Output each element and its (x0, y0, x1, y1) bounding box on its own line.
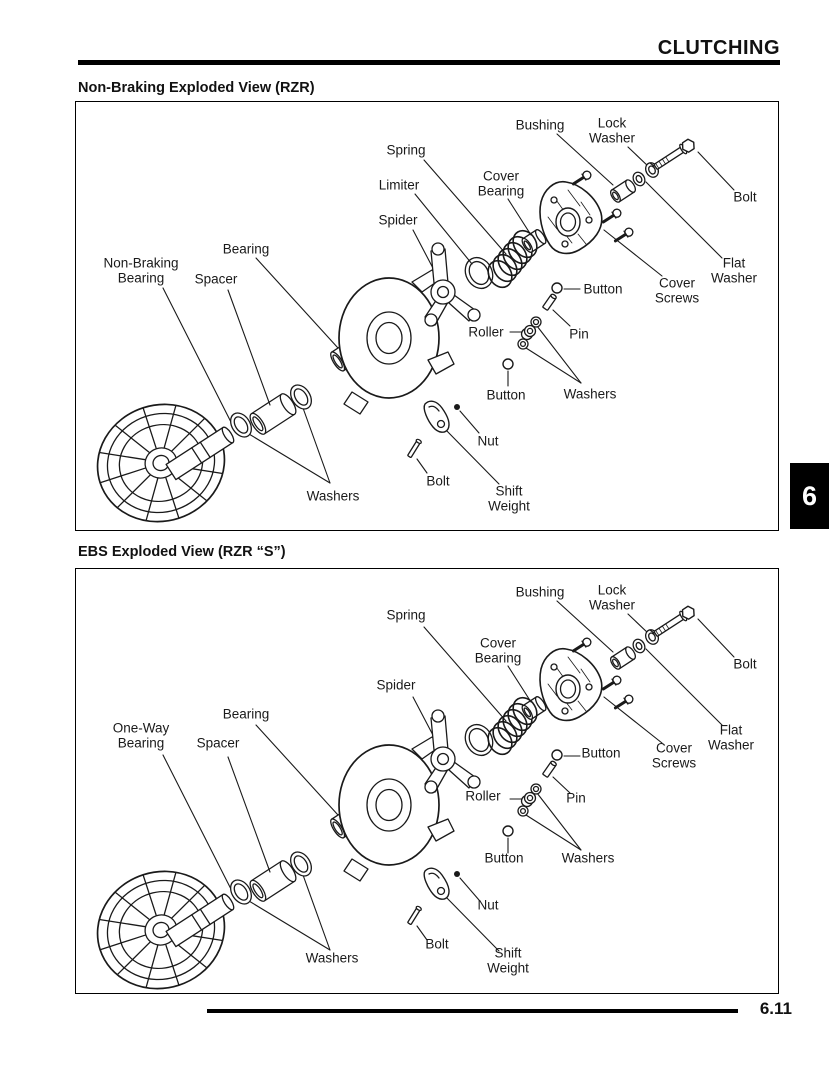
label-button-upper: Button (583, 281, 623, 297)
label-cover-bearing: Cover Bearing (474, 635, 522, 666)
label-washers-left: Washers (306, 488, 360, 504)
label-spacer: Spacer (194, 271, 238, 287)
label-washers-right: Washers (561, 850, 615, 866)
label-roller: Roller (468, 324, 504, 340)
label-lock-washer: Lock Washer (588, 582, 636, 613)
label-bolt-lower: Bolt (426, 473, 450, 489)
exploded-view-drawing-1 (80, 132, 736, 527)
label-bushing: Bushing (515, 117, 565, 133)
label-washers-left: Washers (305, 950, 359, 966)
panel-ebs-exploded-view: Bushing Lock Washer Bolt Spring Cover Be… (75, 568, 779, 994)
label-button-lower: Button (486, 387, 526, 403)
label-non-braking-bearing: Non-Braking Bearing (103, 255, 179, 286)
label-spider: Spider (376, 677, 416, 693)
label-pin: Pin (569, 326, 589, 342)
label-bearing: Bearing (222, 706, 270, 722)
header-rule (78, 60, 780, 65)
label-spring: Spring (386, 607, 426, 623)
label-bearing: Bearing (222, 241, 270, 257)
label-button-upper: Button (581, 745, 621, 761)
label-flat-washer: Flat Washer (707, 722, 755, 753)
label-bushing: Bushing (515, 584, 565, 600)
panel-1-title: Non-Braking Exploded View (RZR) (78, 80, 315, 96)
label-roller: Roller (465, 788, 501, 804)
page-title: CLUTCHING (657, 37, 780, 59)
label-cover-screws: Cover Screws (651, 740, 697, 771)
label-button-lower: Button (484, 850, 524, 866)
label-lock-washer: Lock Washer (588, 115, 636, 146)
exploded-view-drawing-2 (80, 599, 736, 990)
label-one-way-bearing: One-Way Bearing (112, 720, 170, 751)
panel-2-title: EBS Exploded View (RZR “S”) (78, 544, 286, 560)
footer-rule (207, 1009, 738, 1013)
label-bolt-top: Bolt (733, 189, 757, 205)
label-bolt-top: Bolt (733, 656, 757, 672)
label-flat-washer: Flat Washer (710, 255, 758, 286)
label-spring: Spring (386, 142, 426, 158)
label-nut: Nut (477, 897, 499, 913)
panel-non-braking-exploded-view: Bushing Lock Washer Bolt Spring Limiter … (75, 101, 779, 531)
label-shift-weight: Shift Weight (487, 945, 529, 976)
label-shift-weight: Shift Weight (488, 483, 530, 514)
label-bolt-lower: Bolt (425, 936, 449, 952)
page-number: 6.11 (759, 999, 792, 1018)
label-spacer: Spacer (196, 735, 240, 751)
label-limiter: Limiter (378, 177, 420, 193)
chapter-tab: 6 (790, 463, 829, 529)
label-cover-bearing: Cover Bearing (477, 168, 525, 199)
label-washers-right: Washers (563, 386, 617, 402)
label-spider: Spider (378, 212, 418, 228)
label-cover-screws: Cover Screws (654, 275, 700, 306)
label-pin: Pin (566, 790, 586, 806)
label-nut: Nut (477, 433, 499, 449)
